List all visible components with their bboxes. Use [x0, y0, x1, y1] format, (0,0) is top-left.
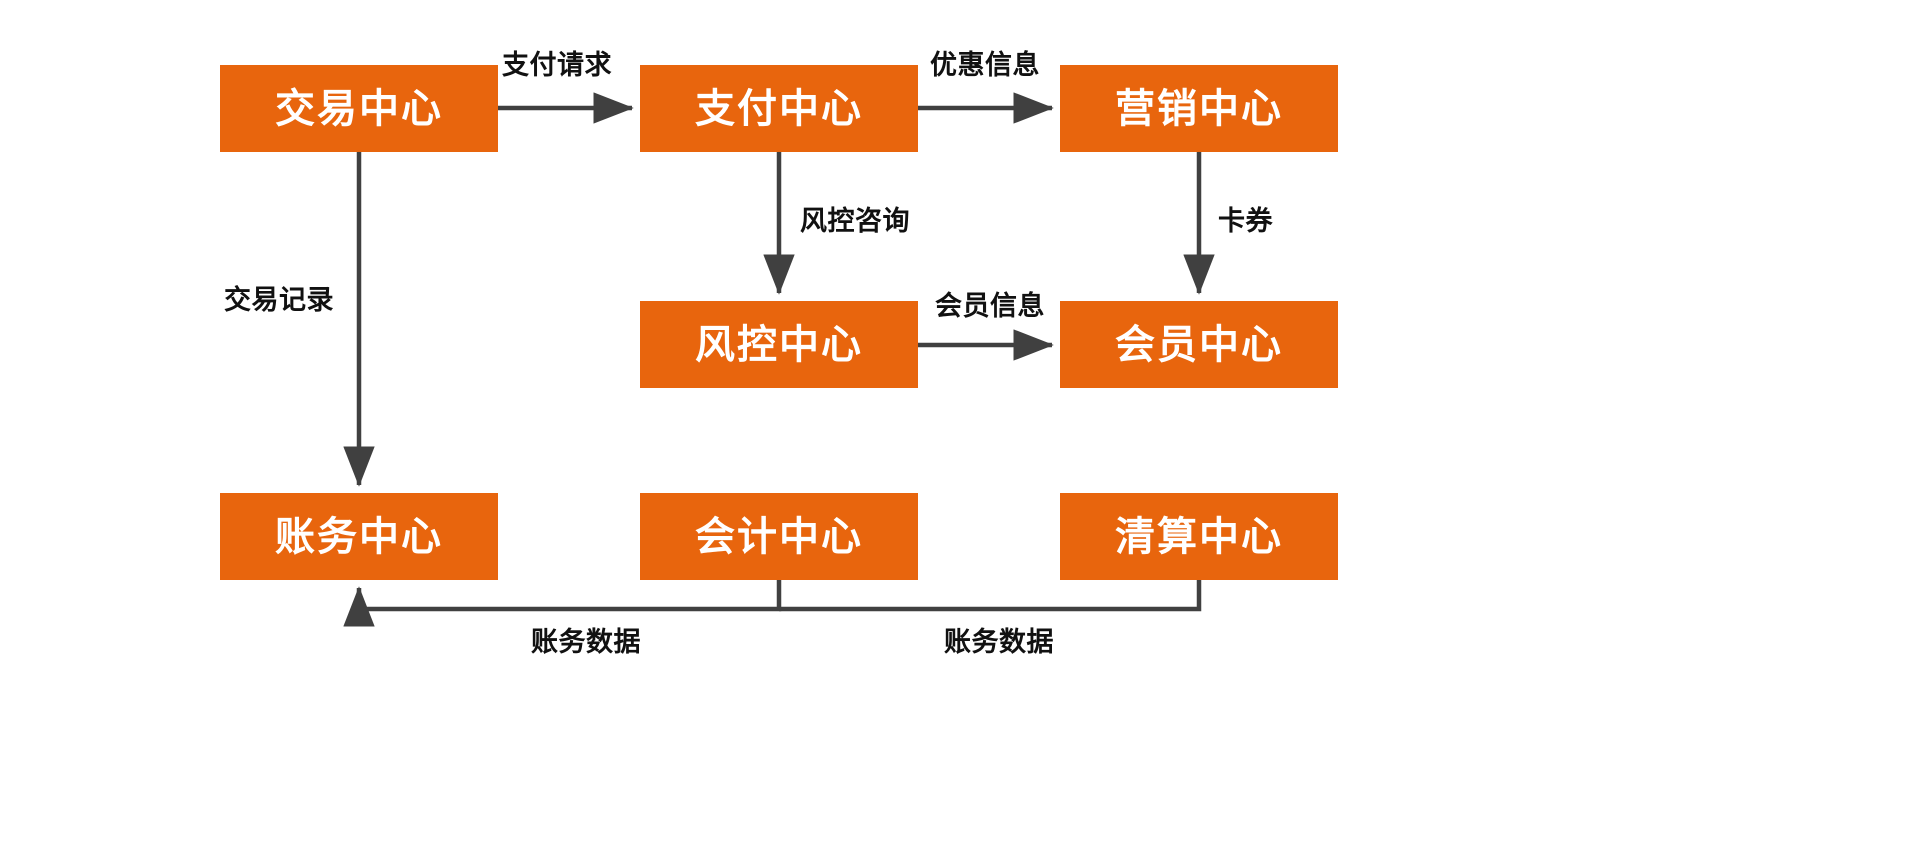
edge-label-promo-info: 优惠信息 — [930, 50, 1040, 80]
edge-label-financial-data-2: 账务数据 — [944, 627, 1054, 657]
node-label: 交易中心 — [275, 86, 443, 131]
node-label: 账务中心 — [275, 514, 443, 559]
node-label: 风控中心 — [695, 322, 863, 367]
edge-fin-data-2 — [779, 580, 1202, 612]
node-marketing-center[interactable]: 营销中心 — [1060, 65, 1338, 152]
edge-label-pay-request: 支付请求 — [502, 50, 612, 80]
edge-label-financial-data-1: 账务数据 — [531, 627, 641, 657]
edge-label-member-info: 会员信息 — [935, 291, 1045, 321]
edge-label-coupon: 卡券 — [1218, 206, 1273, 236]
edge-label-trade-record: 交易记录 — [224, 285, 334, 315]
edge-fin-data-1 — [343, 580, 782, 627]
node-label: 清算中心 — [1115, 514, 1283, 559]
node-trade-center[interactable]: 交易中心 — [220, 65, 498, 152]
node-member-center[interactable]: 会员中心 — [1060, 301, 1338, 388]
node-label: 会员中心 — [1115, 322, 1283, 367]
node-payment-center[interactable]: 支付中心 — [640, 65, 918, 152]
node-accounting-center[interactable]: 会计中心 — [640, 493, 918, 580]
node-risk-control-center[interactable]: 风控中心 — [640, 301, 918, 388]
node-label: 会计中心 — [695, 514, 863, 559]
node-label: 支付中心 — [695, 86, 863, 131]
node-account-center[interactable]: 账务中心 — [220, 493, 498, 580]
edge-label-risk-query: 风控咨询 — [800, 206, 910, 236]
node-label: 营销中心 — [1115, 86, 1283, 131]
node-clearing-center[interactable]: 清算中心 — [1060, 493, 1338, 580]
